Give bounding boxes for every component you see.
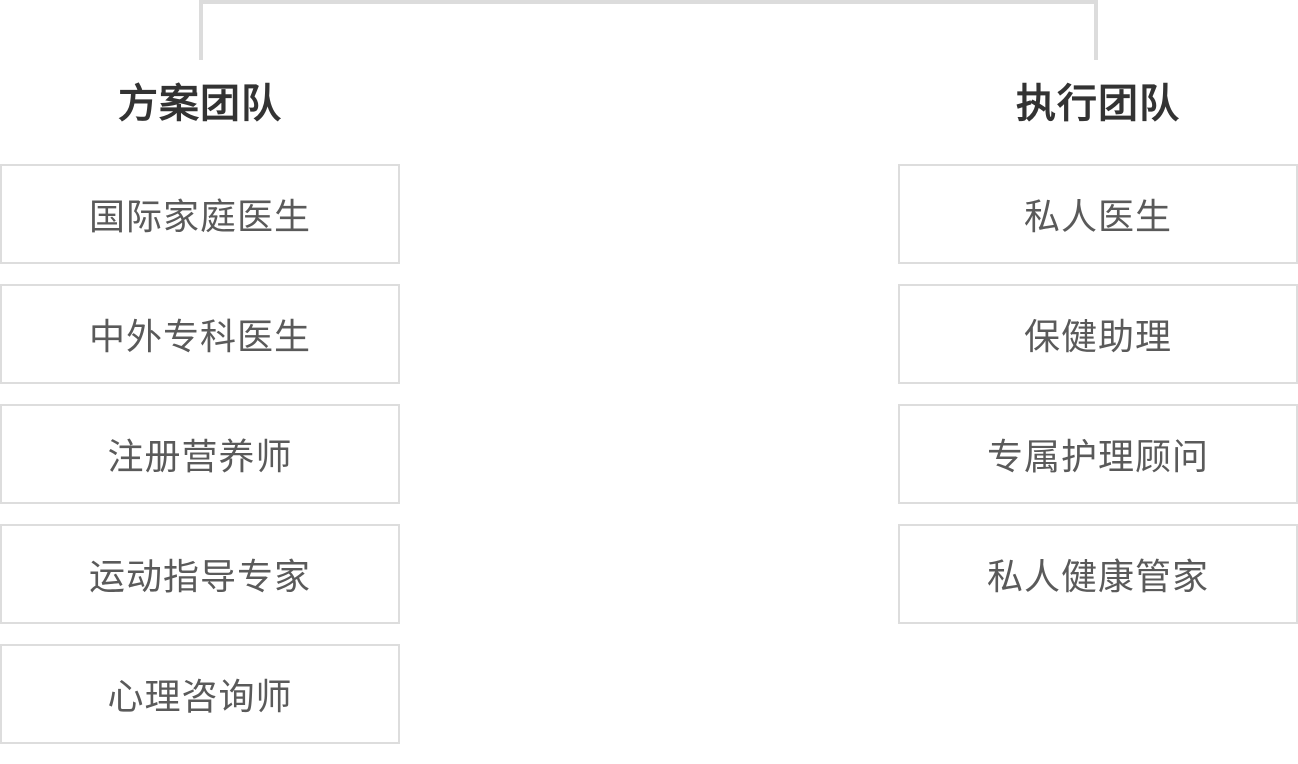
role-box-health-butler: 私人健康管家 [898,524,1298,624]
right-team-members: 私人医生 保健助理 专属护理顾问 私人健康管家 [898,164,1298,644]
role-box-registered-dietitian: 注册营养师 [0,404,400,504]
role-box-international-family-doctor: 国际家庭医生 [0,164,400,264]
connector-right-drop [1094,0,1098,60]
left-team-members: 国际家庭医生 中外专科医生 注册营养师 运动指导专家 心理咨询师 [0,164,400,764]
left-team-title: 方案团队 [118,81,282,127]
role-box-psychologist: 心理咨询师 [0,644,400,744]
role-box-care-consultant: 专属护理顾问 [898,404,1298,504]
role-box-private-doctor: 私人医生 [898,164,1298,264]
connector-top-line [199,0,1098,4]
role-box-health-assistant: 保健助理 [898,284,1298,384]
role-box-exercise-expert: 运动指导专家 [0,524,400,624]
right-team-title: 执行团队 [1016,81,1180,127]
connector-left-drop [199,0,203,60]
role-box-specialist-doctor: 中外专科医生 [0,284,400,384]
